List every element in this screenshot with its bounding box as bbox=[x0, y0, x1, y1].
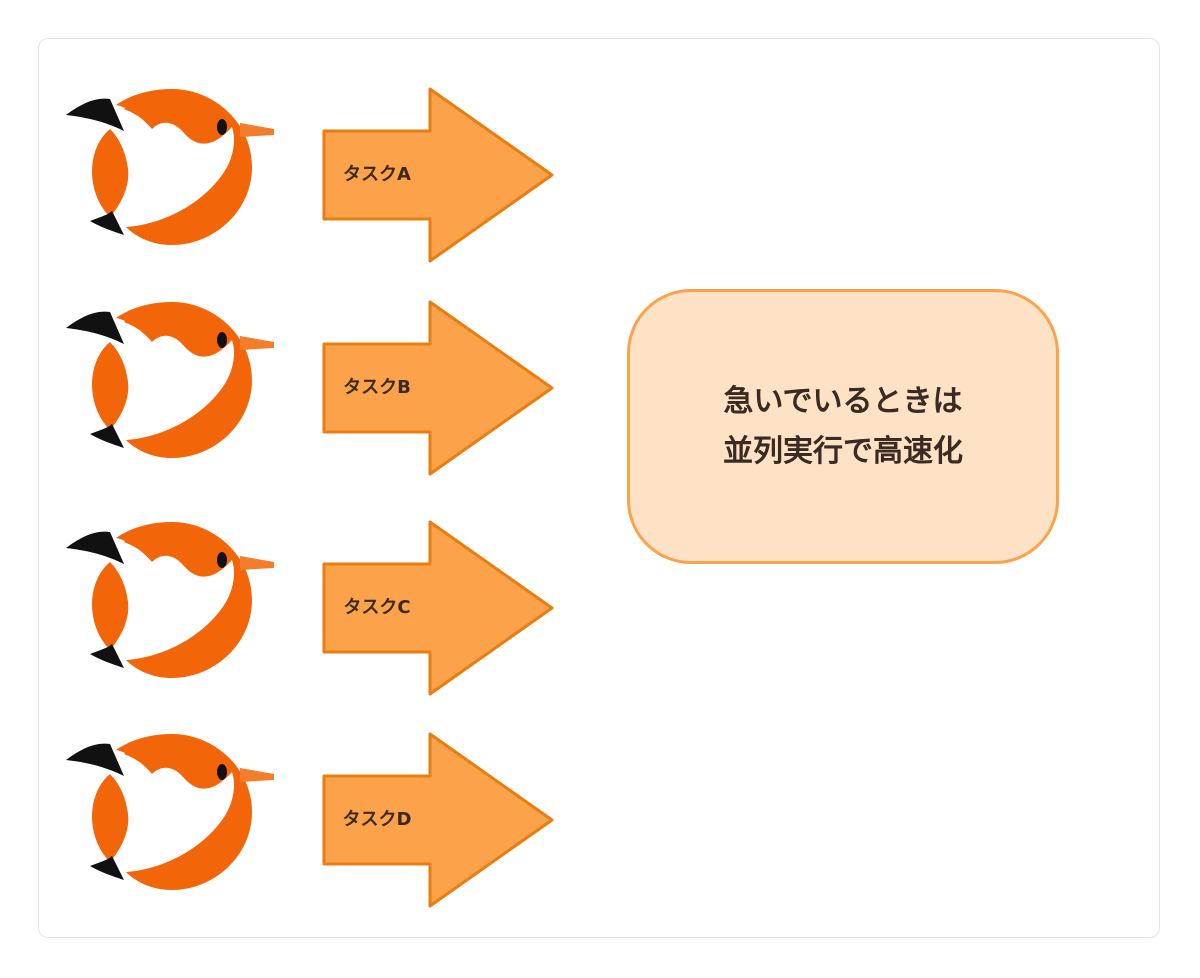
bird-icon bbox=[66, 522, 274, 678]
arrow-shape bbox=[322, 732, 554, 908]
arrow-shape bbox=[322, 87, 554, 263]
task-row-a: タスクA bbox=[0, 85, 600, 285]
callout-box: 急いでいるときは 並列実行で高速化 bbox=[627, 289, 1059, 564]
task-label: タスクC bbox=[343, 597, 411, 618]
task-row-d: タスクD bbox=[0, 730, 600, 930]
callout-line-1: 急いでいるときは bbox=[723, 383, 963, 419]
task-label: タスクD bbox=[342, 809, 412, 830]
task-label: タスクA bbox=[343, 164, 411, 185]
callout-line-2: 並列実行で高速化 bbox=[723, 433, 963, 469]
arrow-shape bbox=[322, 300, 554, 476]
arrow-shape bbox=[322, 520, 554, 696]
bird-icon bbox=[66, 302, 274, 458]
bird-icon bbox=[66, 89, 274, 245]
task-label: タスクB bbox=[343, 377, 411, 398]
task-row-b: タスクB bbox=[0, 298, 600, 498]
task-row-c: タスクC bbox=[0, 518, 600, 718]
bird-icon bbox=[66, 734, 274, 890]
